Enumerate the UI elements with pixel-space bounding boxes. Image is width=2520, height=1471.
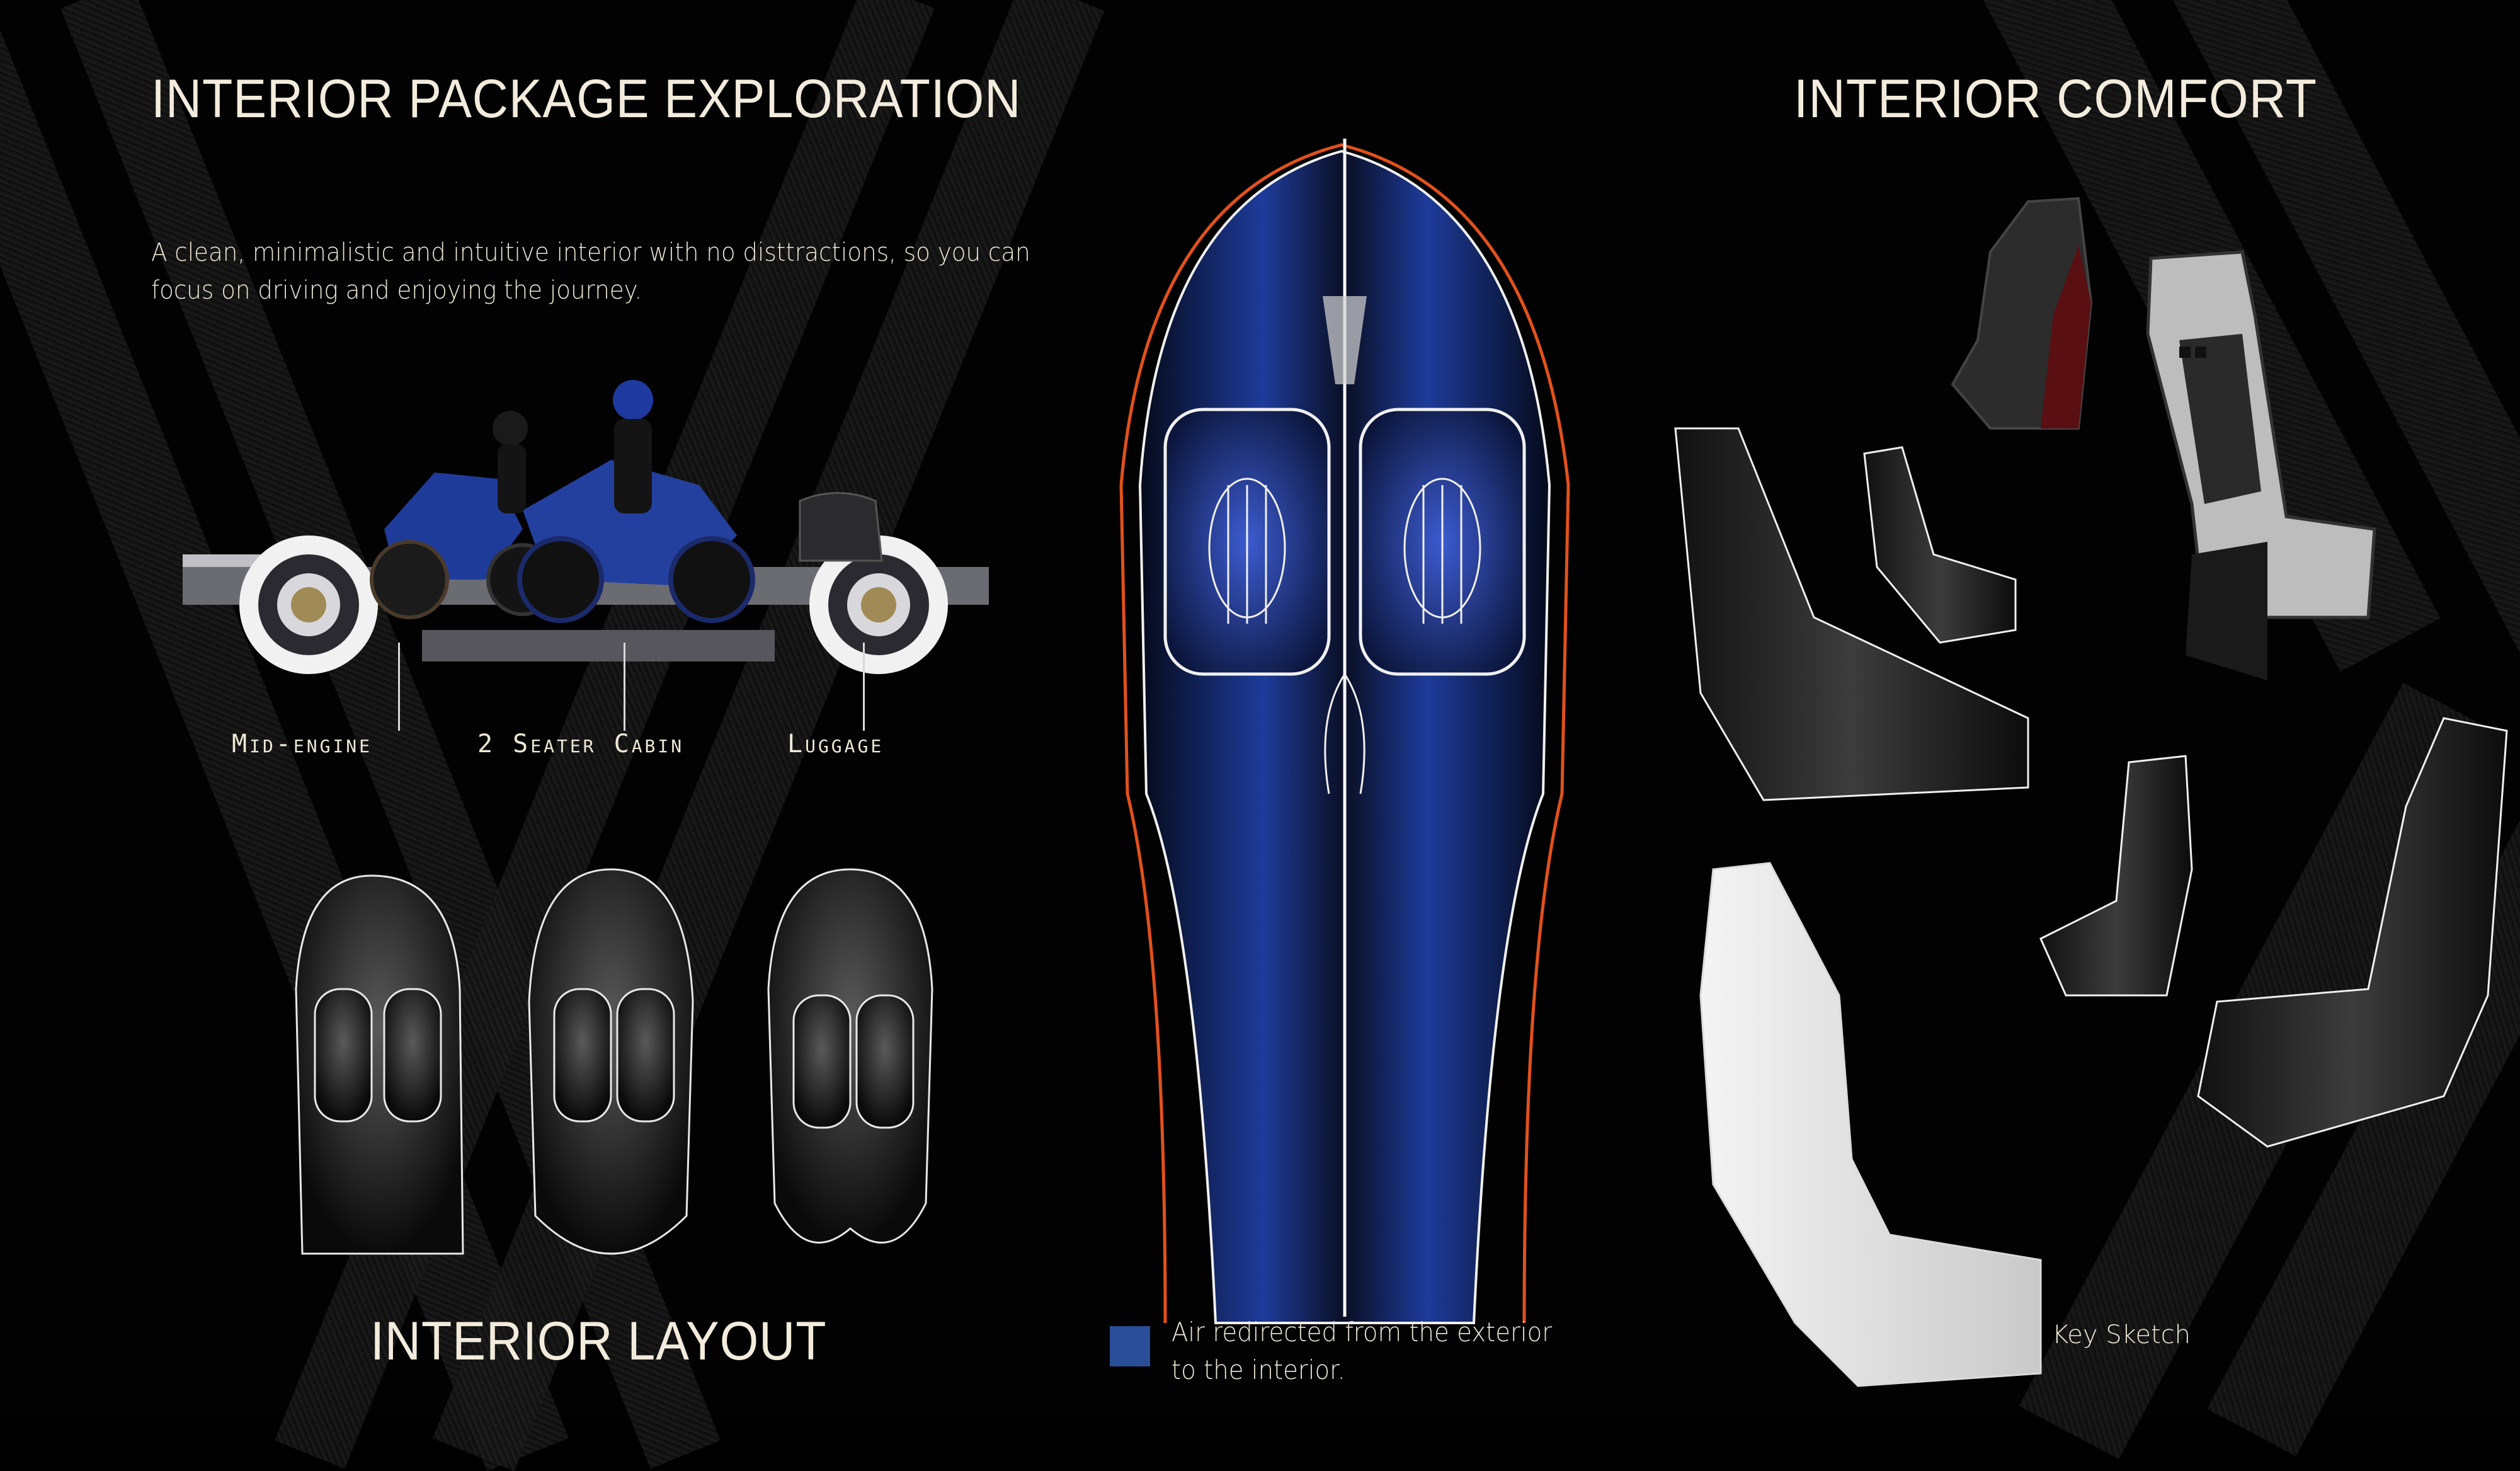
air-legend-line-2: to the interior. [1172, 1354, 1345, 1385]
seat-sketch-wireframe-2 [1863, 446, 2017, 644]
seat-red-bucket [1951, 197, 2093, 430]
layout-sketch-1 [295, 874, 464, 1255]
interior-layout-title: INTERIOR LAYOUT [370, 1311, 827, 1371]
pointer-cabin [624, 643, 625, 731]
description-line-2: focus on driving and enjoying the journe… [151, 276, 642, 305]
seat-grey-racing [2146, 250, 2376, 680]
layout-sketch-3 [767, 868, 933, 1244]
seat-left [1208, 478, 1286, 624]
cabin-floor [422, 630, 775, 661]
description-line-1: A clean, minimalistic and intuitive inte… [151, 238, 1030, 267]
rider-1 [493, 411, 528, 513]
motorcycle-2 [517, 460, 755, 623]
pointer-luggage [863, 643, 865, 731]
rider-2 [613, 380, 653, 513]
seat-white-key-sketch [1699, 862, 2042, 1387]
air-legend-line-1: Air redirected from the exterior [1172, 1317, 1553, 1348]
package-illustration [183, 380, 989, 674]
seat-sketch-wireframe-4 [2197, 717, 2508, 1148]
pointer-mid-engine [398, 643, 400, 731]
label-luggage: Luggage [787, 730, 884, 758]
seat-sketch-wireframe-3 [2039, 755, 2193, 997]
wheel-front [239, 535, 378, 674]
interior-layout-sketches [295, 868, 933, 1255]
nose-shape [1323, 296, 1367, 384]
layout-sketch-2 [528, 868, 694, 1255]
pod-outline-orange [1119, 143, 1570, 1324]
seat-sketches [1674, 197, 2508, 1387]
interior-comfort-title: INTERIOR COMFORT [1794, 69, 2317, 129]
rear-bar [183, 554, 271, 567]
cabin-pod-sketch [1119, 139, 1570, 1324]
pod-outline-orange-left [1119, 484, 1167, 1324]
luggage-bag [799, 492, 883, 562]
seat-sketch-wireframe-1 [1674, 427, 2029, 801]
key-sketch-label: Key Sketch [2052, 1320, 2191, 1349]
label-mid-engine: Mid-engine [232, 730, 373, 758]
air-legend-swatch [1110, 1326, 1150, 1366]
wheel-rear [809, 535, 948, 674]
center-tunnel [1324, 673, 1365, 794]
seat-right [1403, 478, 1481, 624]
label-2-seater-cabin: 2 Seater Cabin [477, 730, 685, 758]
package-exploration-title: INTERIOR PACKAGE EXPLORATION [151, 69, 1022, 129]
